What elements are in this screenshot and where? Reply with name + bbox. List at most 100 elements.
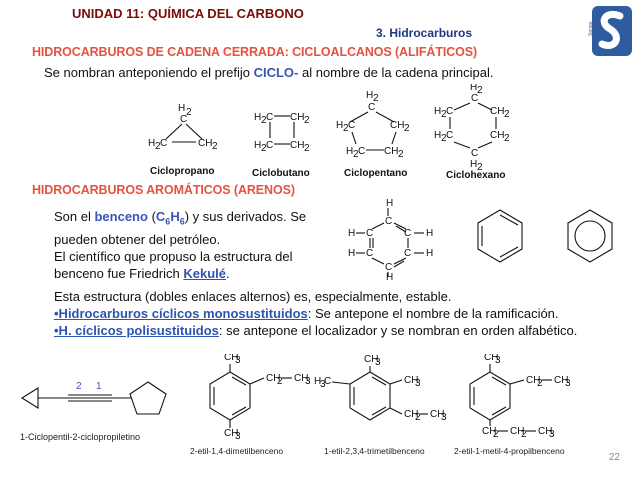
formula-c-subscript: 6	[165, 216, 171, 227]
svg-text:H: H	[346, 146, 353, 157]
example-cyclopentylcyclopropylethyne: 2 1 1-Ciclopentil-2-ciclopropiletino	[20, 381, 167, 442]
svg-text:H: H	[178, 103, 185, 114]
svg-text:CH: CH	[224, 428, 238, 439]
svg-text:H: H	[434, 106, 441, 117]
section-title: 3. Hidrocarburos	[376, 26, 473, 40]
formula-h-subscript: 6	[179, 216, 185, 227]
svg-text:2: 2	[261, 143, 267, 154]
page-number: 22	[608, 452, 620, 463]
svg-text:2: 2	[261, 115, 267, 126]
svg-text:H: H	[348, 248, 355, 259]
svg-text:2: 2	[353, 149, 359, 160]
svg-text:C: C	[446, 130, 453, 141]
svg-text:CH: CH	[294, 373, 308, 384]
svg-text:3: 3	[441, 412, 447, 423]
prefix-ciclo: CICLO-	[253, 65, 299, 80]
example-structures: 2 1 1-Ciclopentil-2-ciclopropiletino CH3…	[20, 354, 571, 456]
kekule-link[interactable]: Kekulé	[183, 265, 226, 281]
svg-text:C: C	[366, 248, 373, 259]
svg-text:CH: CH	[290, 112, 304, 123]
svg-text:3: 3	[415, 378, 421, 389]
svg-text:Sergio: Sergio	[588, 21, 594, 36]
svg-text:CH: CH	[198, 138, 212, 149]
cycloalkanes-heading: HIDROCARBUROS DE CADENA CERRADA: CICLOAL…	[32, 45, 478, 59]
svg-text:CH: CH	[538, 426, 552, 437]
stability-text: Esta estructura (dobles enlaces alternos…	[54, 289, 452, 304]
svg-text:H: H	[336, 120, 343, 131]
structure-label-cyclopropane: Ciclopropano	[150, 166, 214, 177]
svg-text:H: H	[366, 90, 373, 101]
svg-text:2: 2	[304, 143, 310, 154]
svg-text:C: C	[471, 93, 478, 104]
svg-text:2: 2	[441, 133, 447, 144]
svg-text:CH: CH	[404, 375, 418, 386]
svg-text:H: H	[470, 84, 477, 93]
unit-title: UNIDAD 11: QUÍMICA DEL CARBONO	[72, 6, 304, 21]
cycloalkanes-description: Se nombran anteponiendo el prefijo CICLO…	[44, 64, 494, 81]
kekule-text-a: El científico que propuso la estructura …	[54, 248, 293, 281]
svg-text:3: 3	[235, 355, 241, 366]
svg-text:2: 2	[441, 109, 447, 120]
svg-text:3: 3	[495, 355, 501, 366]
svg-text:H: H	[348, 228, 355, 239]
structure-label-cyclobutane: Ciclobutano	[252, 168, 310, 179]
svg-text:C: C	[446, 106, 453, 117]
svg-text:2: 2	[504, 133, 510, 144]
benzene-structures: H C C C H H C C H H C H	[348, 198, 613, 280]
benzene-kekule-ring	[477, 209, 523, 263]
svg-text:2: 2	[537, 378, 543, 389]
svg-text:3: 3	[549, 429, 555, 440]
svg-text:CH: CH	[390, 120, 404, 131]
svg-text:2: 2	[373, 93, 379, 104]
svg-text:3: 3	[565, 378, 571, 389]
svg-text:2: 2	[521, 429, 527, 440]
locant-2: 2	[76, 381, 82, 392]
svg-text:C: C	[471, 148, 478, 159]
svg-text:C: C	[368, 102, 375, 113]
monosubstituted-link[interactable]: •Hidrocarburos cíclicos monosustituidos	[54, 306, 308, 321]
svg-text:CH: CH	[490, 130, 504, 141]
svg-text:CH: CH	[290, 140, 304, 151]
example-name-3: 1-etil-2,3,4-trimetilbenceno	[324, 446, 425, 456]
svg-text:3: 3	[235, 431, 241, 442]
svg-text:H: H	[386, 272, 393, 280]
svg-text:CH: CH	[266, 373, 280, 384]
svg-text:H: H	[470, 159, 477, 170]
svg-text:C: C	[348, 120, 355, 131]
svg-text:H: H	[426, 248, 433, 259]
svg-text:CH: CH	[364, 354, 378, 365]
structure-label-cyclohexane: Ciclohexano	[446, 170, 505, 180]
svg-text:C: C	[160, 138, 167, 149]
logo: Sergio	[588, 6, 632, 56]
svg-text:2: 2	[212, 141, 218, 152]
svg-text:CH: CH	[510, 426, 524, 437]
svg-text:H: H	[434, 130, 441, 141]
monosubstituted-rule: •Hidrocarburos cíclicos monosustituidos:…	[54, 305, 624, 322]
svg-text:2: 2	[504, 109, 510, 120]
description-text-b: al nombre de la cadena principal.	[298, 65, 494, 80]
svg-text:C: C	[324, 376, 331, 387]
svg-text:H: H	[386, 198, 393, 209]
polysubstituted-rule: •H. cíclicos polisustituidos: se antepon…	[54, 322, 614, 339]
example-ethylmethylpropylbenzene: CH3 CH2 CH3 CH2 CH2 CH3 2-etil-1-metil-4…	[454, 354, 571, 456]
benzene-circle-ring	[567, 209, 613, 263]
svg-text:C: C	[266, 140, 273, 151]
intro-text-b: ) y sus derivados. Se pueden obtener del…	[54, 209, 307, 247]
example-name-1: 1-Ciclopentil-2-ciclopropiletino	[20, 432, 140, 442]
svg-text:2: 2	[415, 412, 421, 423]
svg-text:2: 2	[493, 429, 499, 440]
svg-text:C: C	[404, 248, 411, 259]
svg-text:2: 2	[186, 107, 192, 118]
svg-text:2: 2	[304, 115, 310, 126]
svg-text:2: 2	[343, 123, 349, 134]
svg-text:C: C	[266, 112, 273, 123]
svg-text:H: H	[426, 228, 433, 239]
svg-text:C: C	[404, 228, 411, 239]
polysubstituted-link[interactable]: •H. cíclicos polisustituidos	[54, 323, 219, 338]
svg-text:3: 3	[305, 376, 311, 387]
svg-text:CH: CH	[490, 106, 504, 117]
